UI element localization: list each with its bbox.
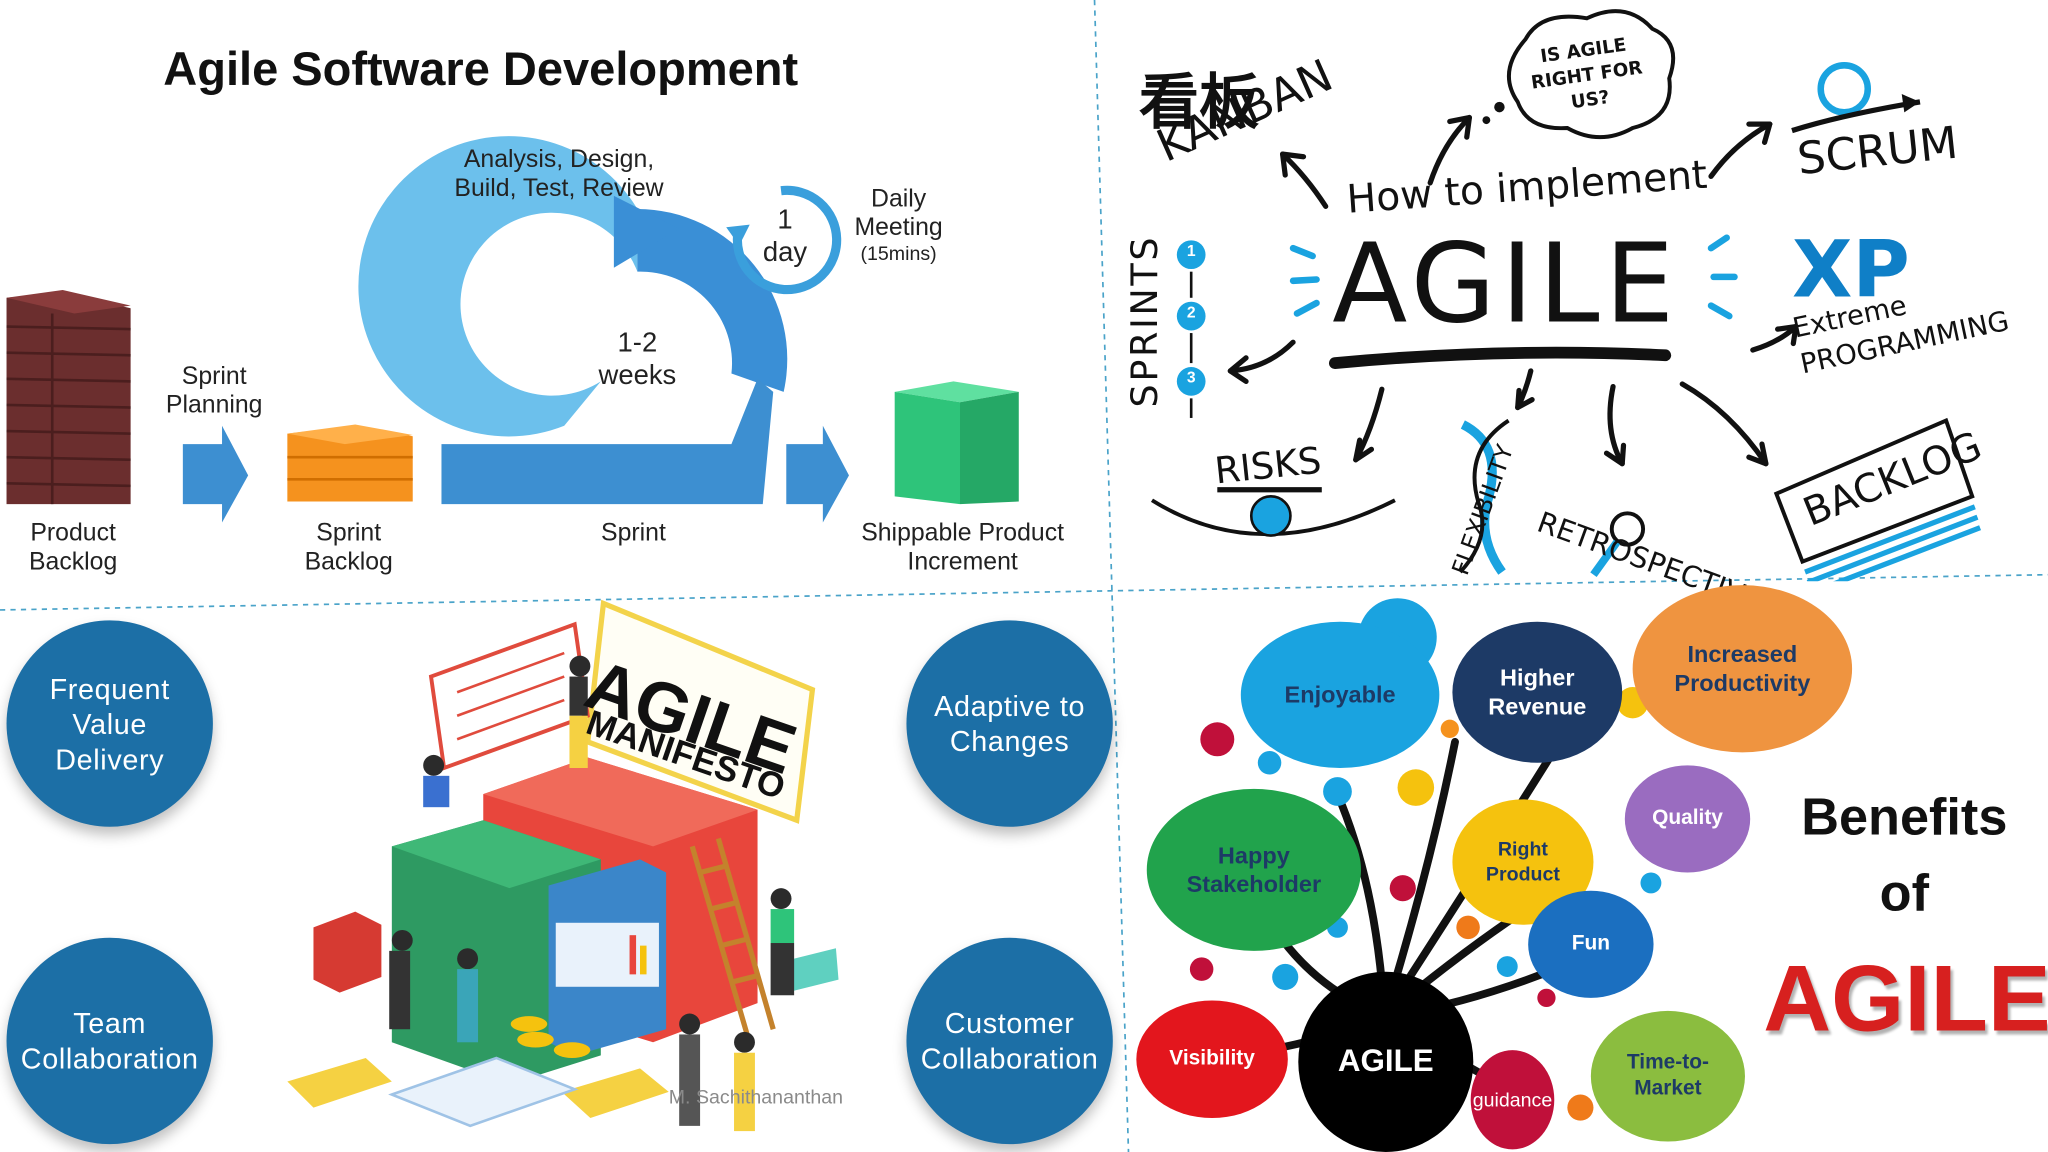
sprint-number-3: 3 bbox=[1186, 368, 1196, 387]
daily-duration-label: (15mins) bbox=[860, 242, 937, 266]
sprint-cycle bbox=[358, 136, 788, 505]
benefit-guidance: guidance bbox=[1470, 1050, 1555, 1150]
sprint-backlog-label: Sprint Backlog bbox=[304, 519, 393, 576]
daily-cycle-ring bbox=[732, 185, 842, 295]
value-frequent-delivery: Frequent Value Delivery bbox=[6, 620, 213, 827]
benefit-time-to-market: Time-to- Market bbox=[1590, 1010, 1745, 1142]
benefit-quality: Quality bbox=[1624, 765, 1751, 873]
people-figures bbox=[389, 655, 795, 1132]
sprint-number-1: 1 bbox=[1186, 241, 1196, 260]
benefits-heading-of: of bbox=[1879, 864, 1929, 923]
benefits-heading-agile: AGILE bbox=[1763, 946, 2048, 1052]
arrow-to-increment bbox=[786, 425, 849, 523]
arrow-to-sprint-backlog bbox=[182, 425, 249, 523]
sprint-planning-label: Sprint Planning bbox=[165, 363, 263, 420]
daily-meeting-label: Daily Meeting bbox=[854, 185, 943, 242]
product-backlog-stack bbox=[6, 289, 131, 505]
direction-arrows bbox=[1227, 114, 1799, 467]
backlog-card bbox=[1773, 417, 1975, 565]
value-team-collaboration: Team Collaboration bbox=[6, 937, 213, 1145]
q1-title: Agile Software Development bbox=[163, 41, 799, 96]
benefit-visibility: Visibility bbox=[1136, 1000, 1288, 1119]
sprint-steps bbox=[1176, 240, 1206, 418]
sprint-label: Sprint bbox=[601, 519, 666, 548]
manifesto-illustration bbox=[287, 599, 839, 1132]
agile-center-text: AGILE bbox=[1332, 219, 1680, 348]
day-label: 1 day bbox=[762, 205, 808, 268]
q2-sketch-graphic bbox=[1150, 9, 1982, 582]
benefit-higher-revenue: Higher Revenue bbox=[1452, 621, 1623, 763]
product-backlog-label: Product Backlog bbox=[28, 519, 118, 576]
benefit-enjoyable: Enjoyable bbox=[1240, 621, 1440, 768]
increment-cube bbox=[894, 381, 1019, 505]
increment-label: Shippable Product Increment bbox=[861, 519, 1065, 576]
benefit-increased-productivity: Increased Productivity bbox=[1632, 585, 1853, 753]
value-customer-collaboration: Customer Collaboration bbox=[906, 937, 1113, 1145]
benefit-right-product: Right Product bbox=[1452, 799, 1594, 925]
weeks-label: 1-2 weeks bbox=[598, 327, 677, 391]
benefit-happy-stakeholder: Happy Stakeholder bbox=[1146, 788, 1361, 951]
sprints-text: SPRINTS bbox=[1123, 234, 1167, 408]
analysis-label: Analysis, Design, Build, Test, Review bbox=[454, 146, 664, 203]
value-adaptive: Adaptive to Changes bbox=[906, 620, 1113, 827]
credit-text: M. Sachithananthan bbox=[668, 1086, 844, 1109]
sprint-number-2: 2 bbox=[1186, 303, 1196, 322]
benefits-heading: Benefits bbox=[1801, 788, 2008, 847]
xp-text: XP bbox=[1791, 224, 1910, 317]
q1-process-graphic bbox=[6, 136, 1019, 523]
benefit-fun: Fun bbox=[1528, 890, 1654, 998]
sprint-backlog-stack bbox=[287, 424, 413, 502]
tree-center-agile: AGILE bbox=[1298, 971, 1474, 1152]
sparkle-marks bbox=[1289, 234, 1738, 320]
kanban-kanji: 看板 bbox=[1138, 66, 1260, 138]
question-bubble bbox=[1506, 9, 1676, 139]
